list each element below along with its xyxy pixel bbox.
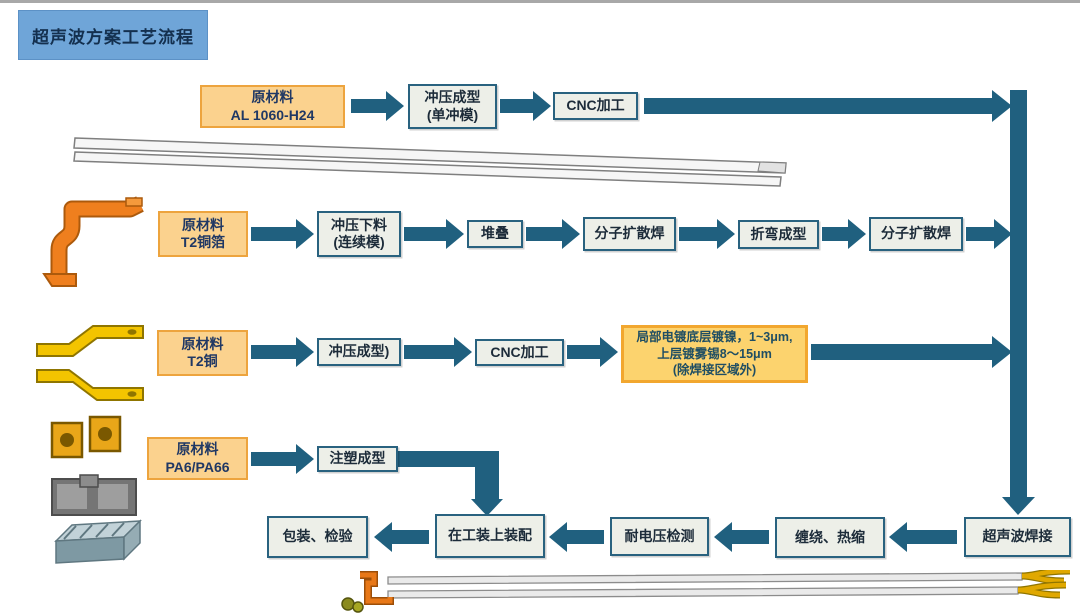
step-sublabel: (单冲模) [426,106,479,123]
step-stacking: 堆叠 [467,220,523,248]
step-label: 折弯成型 [750,225,807,242]
arrow-left-icon [889,522,957,552]
step-label: 分子扩散焊 [881,225,951,242]
material-label: 原材料 [176,441,219,457]
arrow-right-icon [404,337,472,367]
plastic-parts-image [50,415,142,564]
aluminum-strips-image [73,137,787,187]
step-bending-forming: 折弯成型 [738,220,819,249]
arrow-right-icon [500,91,551,121]
arrow-right-icon [251,219,314,249]
material-box-copper: 原材料 T2铜 [157,330,248,376]
copper-foil-part-image [42,196,144,287]
step-label: CNC加工 [490,343,549,360]
arrow-right-icon [567,337,618,367]
arrow-right-icon [351,91,404,121]
copper-busbars-image [36,325,144,401]
arrow-right-icon [526,219,580,249]
arrow-left-icon [374,522,429,552]
step-label: 在工装上装配 [448,527,532,544]
arrow-right-icon [679,219,735,249]
step-withstand-voltage-test: 耐电压检测 [610,517,709,556]
collector-down-arrow-icon [1002,90,1035,515]
material-label: 原材料 [251,89,294,105]
arrow-right-icon [822,219,866,249]
step-sublabel: (连续模) [333,234,385,250]
step-cnc-machining-copper: CNC加工 [475,339,564,366]
step-label: 冲压下料 [331,216,387,233]
note-line: (除焊接区域外) [672,363,757,378]
page-title: 超声波方案工艺流程 [18,10,208,60]
step-label: 包装、检验 [282,528,353,545]
note-line: 局部电镀底层镀镍，1~3μm, [636,329,793,344]
step-label: 超声波焊接 [982,528,1053,545]
step-molecular-diffusion-welding-1: 分子扩散焊 [583,217,676,251]
step-ultrasonic-welding: 超声波焊接 [964,517,1071,557]
material-box-plastic: 原材料 PA6/PA66 [147,437,248,480]
note-line: 上层镀雾锡8～15μm [657,346,772,361]
plating-note-box: 局部电镀底层镀镍，1~3μm, 上层镀雾锡8～15μm (除焊接区域外) [621,325,808,383]
material-grade: T2铜箔 [180,234,226,250]
step-label: 堆叠 [481,225,509,242]
arrow-right-long-icon [644,90,1012,122]
page-title-text: 超声波方案工艺流程 [32,27,194,47]
step-cnc-machining-aluminum: CNC加工 [553,92,638,120]
finished-busbar-image [341,570,1071,613]
material-box-copper-foil: 原材料 T2铜箔 [158,211,248,257]
step-label: CNC加工 [566,97,625,114]
step-label: 分子扩散焊 [594,225,665,242]
step-label: 冲压成型 [424,89,481,105]
material-grade: T2铜 [187,353,218,369]
material-label: 原材料 [181,335,224,352]
step-stamping-forming-single-die: 冲压成型 (单冲模) [408,84,497,129]
step-molecular-diffusion-welding-2: 分子扩散焊 [869,217,963,251]
top-divider [0,0,1080,3]
step-stamping-forming-copper: 冲压成型) [317,338,401,366]
step-injection-molding: 注塑成型 [317,446,398,472]
arrow-right-icon [251,337,314,367]
material-box-aluminum: 原材料 AL 1060-H24 [200,85,345,128]
material-label: 原材料 [182,216,224,233]
step-label: 耐电压检测 [624,527,695,544]
arrow-right-icon [404,219,464,249]
step-label: 注塑成型 [329,450,386,467]
material-grade: PA6/PA66 [165,458,230,475]
arrow-right-long-icon [811,336,1012,368]
elbow-down-arrow-icon [398,451,503,516]
step-wrapping-heat-shrink: 缠绕、热缩 [775,517,885,558]
material-grade: AL 1060-H24 [230,106,315,123]
arrow-right-icon [251,444,314,474]
step-assembly-on-fixture: 在工装上装配 [435,514,545,558]
step-label: 冲压成型) [328,343,390,360]
arrow-right-icon [966,219,1012,249]
step-stamping-blanking: 冲压下料 (连续模) [317,211,401,257]
step-packing-inspection: 包装、检验 [267,516,368,558]
arrow-left-icon [714,522,769,552]
arrow-left-icon [549,522,604,552]
step-label: 缠绕、热缩 [795,528,865,545]
